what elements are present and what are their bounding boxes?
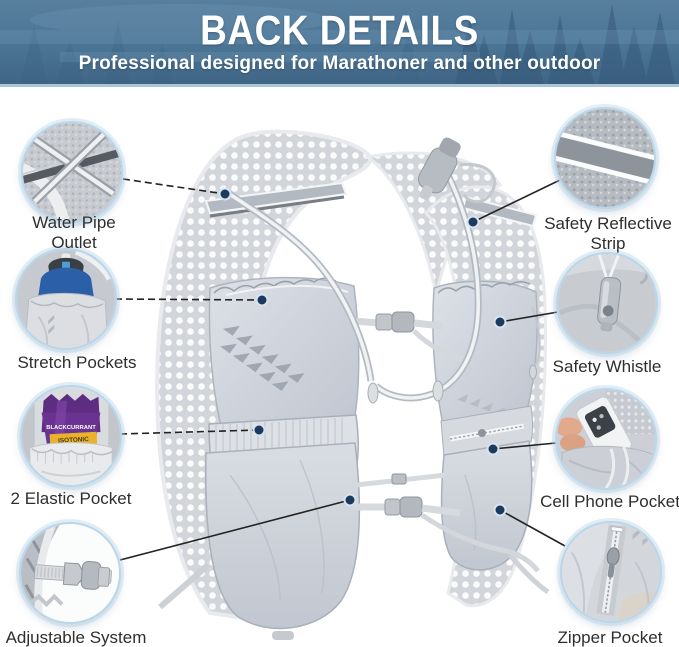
sternum-straps bbox=[352, 311, 540, 573]
gel-pack: BLACKCURRANT ISOTONIC bbox=[41, 393, 101, 448]
banner-text: BACK DETAILS Professional designed for M… bbox=[0, 0, 679, 84]
callout-circle-zipper-pocket bbox=[560, 521, 662, 623]
left-chest-pocket bbox=[208, 276, 360, 440]
callout-circle-safety-reflective-strip bbox=[554, 107, 656, 209]
callout-label-adjustable-system: Adjustable System bbox=[5, 628, 147, 647]
callout-label-zipper-pocket: Zipper Pocket bbox=[557, 628, 663, 647]
gel-flavor-text: BLACKCURRANT bbox=[46, 425, 96, 431]
callout-label-safety-whistle: Safety Whistle bbox=[552, 357, 662, 376]
callout-circle-safety-whistle bbox=[556, 252, 658, 354]
page-subtitle: Professional designed for Marathoner and… bbox=[78, 52, 601, 74]
callout-circle-cell-phone-pocket bbox=[555, 388, 657, 490]
hydration-tube bbox=[226, 137, 497, 404]
callout-circle-adjustable-system bbox=[19, 522, 121, 624]
callout-label-stretch-pockets: Stretch Pockets bbox=[17, 353, 137, 372]
callout-label-2-elastic-pocket: 2 Elastic Pocket bbox=[10, 489, 132, 508]
callout-circle-water-pipe-outlet bbox=[21, 121, 123, 223]
callout-label-safety-reflective-strip: Safety Reflective Strip bbox=[544, 214, 672, 253]
banner: BACK DETAILS Professional designed for M… bbox=[0, 0, 679, 87]
callout-circle-2-elastic-pocket: BLACKCURRANT ISOTONIC bbox=[20, 385, 122, 487]
forest-background bbox=[0, 4, 679, 84]
callout-label-water-pipe-outlet: Water Pipe Outlet bbox=[32, 213, 116, 252]
page-title: BACK DETAILS bbox=[200, 7, 479, 53]
gel-type-text: ISOTONIC bbox=[58, 436, 89, 445]
bite-valve bbox=[418, 137, 461, 200]
vest-illustration bbox=[155, 129, 550, 640]
callout-circle-stretch-pockets bbox=[15, 248, 117, 350]
callout-label-cell-phone-pocket: Cell Phone Pocket bbox=[540, 492, 679, 511]
